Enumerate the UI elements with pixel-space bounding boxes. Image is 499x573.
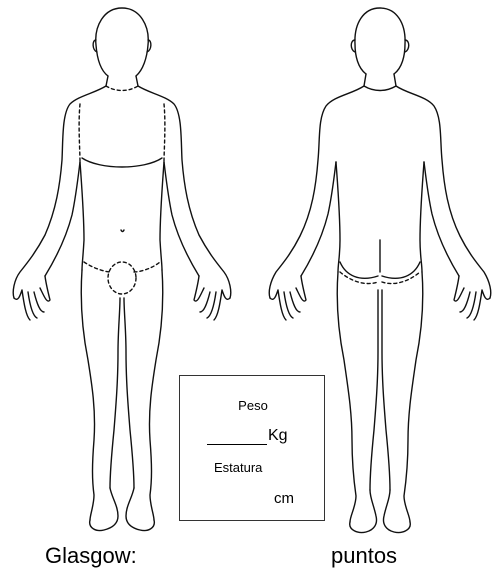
front-chest-line	[82, 158, 162, 167]
back-buttocks-right	[382, 262, 420, 278]
back-neck-right	[394, 74, 396, 86]
back-left-torso	[336, 162, 340, 272]
back-lower-dash	[340, 272, 420, 284]
back-right-leg-inner	[382, 290, 390, 490]
front-left-shoulder-dash	[79, 104, 80, 162]
front-right-torso	[160, 162, 164, 270]
back-left-inner-arm	[301, 162, 336, 276]
front-right-shoulder-dash	[164, 104, 165, 162]
front-neck-dash	[106, 86, 138, 91]
back-right-side	[396, 86, 491, 298]
back-left-foot	[350, 490, 377, 533]
front-left-hand	[14, 276, 50, 320]
front-left-leg-inner	[110, 298, 120, 488]
front-groin-circle	[108, 262, 136, 294]
weight-height-box: Peso Kg Estatura cm	[179, 375, 325, 521]
front-right-side	[138, 86, 231, 298]
front-right-leg-inner	[124, 298, 134, 488]
peso-field-line[interactable]: Kg	[207, 427, 288, 445]
front-pelvis-dash	[84, 262, 160, 272]
back-left-side	[269, 86, 364, 298]
front-neck-right	[136, 76, 138, 86]
front-left-inner-arm	[45, 162, 80, 276]
back-right-foot	[383, 490, 410, 533]
front-neck-left	[106, 76, 108, 86]
back-right-hand	[454, 276, 490, 320]
front-right-leg-outer	[149, 270, 162, 520]
kg-unit: Kg	[268, 427, 288, 445]
cm-unit: cm	[274, 490, 294, 507]
front-right-inner-arm	[164, 162, 199, 276]
back-neck-line	[364, 86, 396, 91]
back-left-leg-outer	[337, 272, 356, 522]
back-left-leg-inner	[370, 290, 378, 490]
front-left-torso	[80, 162, 84, 270]
puntos-label: puntos	[331, 543, 397, 569]
back-right-inner-arm	[424, 162, 459, 276]
back-right-torso	[420, 162, 424, 272]
back-left-hand	[270, 276, 306, 320]
peso-label: Peso	[180, 398, 326, 413]
front-navel	[121, 230, 124, 232]
front-head	[96, 8, 149, 76]
back-head	[355, 8, 405, 74]
back-right-leg-outer	[404, 272, 423, 522]
front-left-leg-outer	[81, 270, 94, 520]
front-right-hand	[194, 276, 230, 320]
estatura-label: Estatura	[214, 460, 262, 475]
back-neck-left	[364, 74, 366, 86]
peso-blank[interactable]	[207, 428, 267, 445]
glasgow-label: Glasgow:	[45, 543, 137, 569]
